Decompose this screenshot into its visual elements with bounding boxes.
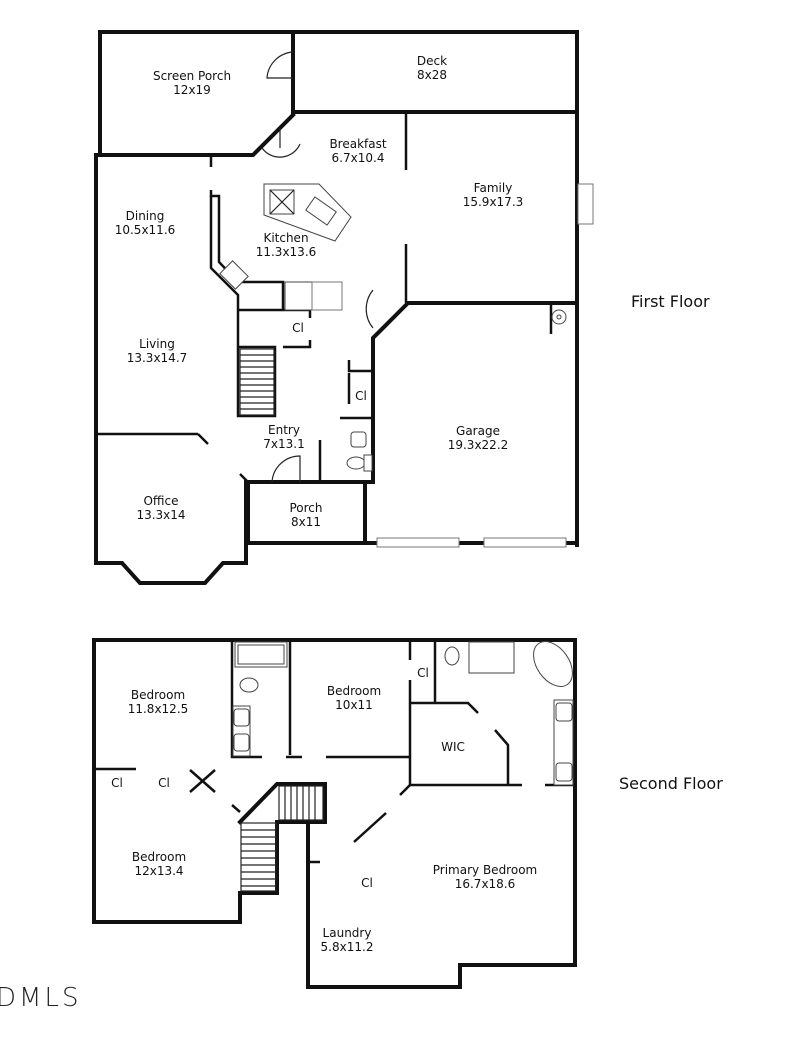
first-floor-walls [94,30,579,585]
closet-label: Cl [355,389,367,403]
second-floor-interior [94,640,575,864]
first-floor-interior [96,112,553,483]
second-floor-fixtures [232,641,574,892]
first-floor-fixtures [219,51,594,548]
closet-label: Cl [292,321,304,335]
watermark-logo: DMLS [0,983,82,1013]
second-floor-walls [92,638,577,989]
closet-label: Cl [111,776,123,790]
closet-label: Cl [361,876,373,890]
first-floor-stairs [239,348,275,416]
floor-label-second: Second Floor [619,774,723,793]
floor-label-first: First Floor [631,292,710,311]
room-label-wic: WIC [441,740,465,754]
closet-label: Cl [158,776,170,790]
second-floor-stairs [240,785,324,892]
closet-label: Cl [417,666,429,680]
